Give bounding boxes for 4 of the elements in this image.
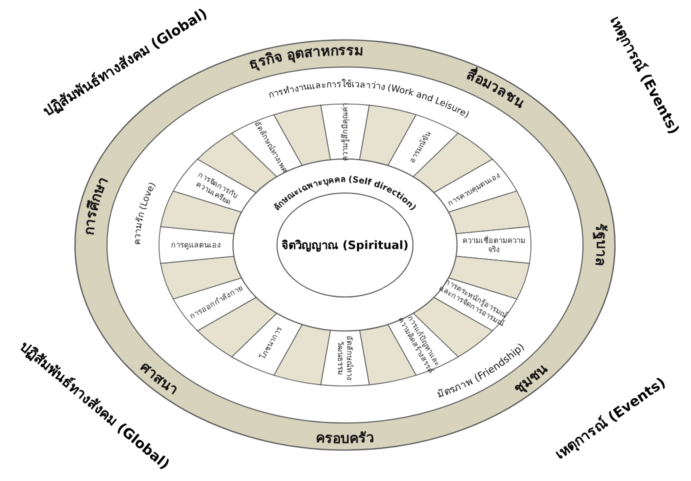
ring-label: ธุรกิจ อุตสาหกรรม	[247, 42, 364, 73]
center-label: จิตวิญญาณ (Spiritual)	[282, 237, 408, 254]
ring-label: ครอบครัว	[315, 430, 375, 447]
wedge-segment	[158, 226, 234, 264]
